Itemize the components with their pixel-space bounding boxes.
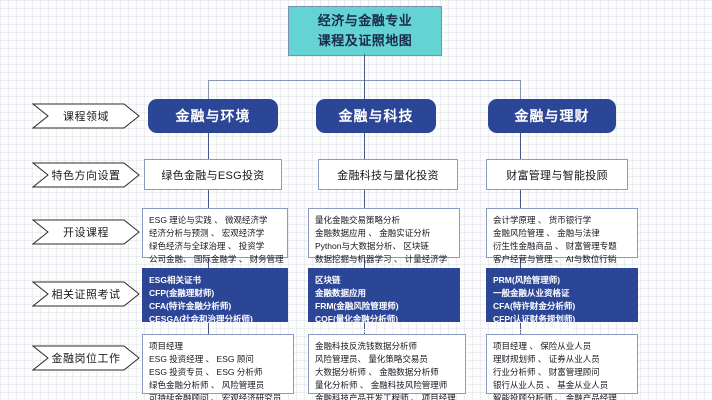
job-line: 银行从业人员 、 基金从业人员: [493, 379, 609, 390]
certificates-box-finance-wealth: PRM(风险管理师) 一般金融从业资格证 CFA(特许财金分析师) CFP(认证…: [486, 268, 638, 337]
connector-col1-r1-r2: [208, 133, 209, 159]
row-label-offered-courses: 开设课程: [32, 219, 140, 245]
chevron-shape-icon: [32, 345, 140, 371]
row-label-course-area: 课程领域: [32, 103, 140, 129]
courses-box-finance-environment: ESG 理论与实践 、 微观经济学 经济分析与预测 、 宏观经济学 绿色经济与全…: [142, 208, 288, 264]
diagram-title: 经济与金融专业 课程及证照地图: [288, 6, 442, 56]
row-label-finance-jobs: 金融岗位工作: [32, 345, 140, 371]
row-label-text: 金融岗位工作: [51, 353, 121, 365]
courses-box-finance-wealth: 会计学原理 、 货币银行学 金融风险管理 、 金融与法律 衍生性金融商品 、 财…: [486, 208, 638, 264]
certificate-line: CFA(特许金融分析师): [149, 300, 232, 311]
certificate-line: 金融数据应用: [315, 287, 367, 298]
column-header-finance-technology[interactable]: 金融与科技: [316, 99, 436, 133]
connector-title-down: [364, 54, 365, 80]
certificate-line: FRM(金融风险管理师): [315, 300, 399, 311]
row-label-text: 课程领域: [63, 111, 109, 123]
courses-box-finance-technology: 量化金融交易策略分析 金融数据应用 、 金融实证分析 Python与大数据分析、…: [308, 208, 460, 264]
certificate-line: PRM(风险管理师): [493, 275, 561, 285]
course-line: 数据挖掘与机器学习 、 计量经济学: [315, 253, 448, 264]
column-header-finance-environment[interactable]: 金融与环境: [148, 99, 278, 133]
connector-col2-r4-r5: [364, 322, 365, 334]
course-line: 衍生性金融商品 、 财富管理专题: [493, 240, 617, 251]
connector-col3-r2-r3: [520, 190, 521, 208]
connector-col3-r3-r4: [520, 258, 521, 268]
job-line: 大数据分析师 、 金融数据分析师: [315, 366, 439, 377]
certificate-line: CFP(金融理财师): [149, 287, 215, 298]
course-line: Python与大数据分析、 区块链: [315, 240, 429, 251]
column-header-label: 金融与理财: [514, 108, 590, 124]
row-label-related-certs: 相关证照考试: [32, 281, 140, 307]
course-line: 量化金融交易策略分析: [315, 215, 401, 225]
certificates-box-finance-environment: ESG相关证书 CFP(金融理财师) CFA(特许金融分析师) CESGA(社会…: [142, 268, 288, 324]
jobs-box-finance-environment: 项目经理 ESG 投资经理 、 ESG 顾问 ESG 投资专员 、 ESG 分析…: [142, 334, 294, 400]
connector-branch-col2: [364, 80, 365, 99]
connector-branch-col3: [520, 80, 521, 99]
row-label-text: 开设课程: [63, 227, 109, 239]
chevron-shape-icon: [32, 219, 140, 245]
title-line-2: 课程及证照地图: [317, 33, 413, 48]
direction-label: 财富管理与智能投顾: [506, 169, 608, 182]
direction-box-finance-environment: 绿色金融与ESG投资: [144, 159, 282, 190]
job-line: 项目经理 、 保险从业人员: [493, 341, 592, 351]
column-header-label: 金融与科技: [338, 108, 414, 124]
row-label-text: 特色方向设置: [51, 170, 121, 182]
column-header-label: 金融与环境: [175, 108, 251, 124]
direction-box-finance-technology: 金融科技与量化投资: [318, 159, 458, 190]
course-line: 公司金融、 国际金融学 、 财务管理: [149, 253, 284, 264]
title-line-1: 经济与金融专业: [317, 12, 413, 28]
job-line: 可持续金融顾问 、 宏观经济研究员: [149, 392, 282, 400]
jobs-box-finance-technology: 金融科技反洗钱数据分析师 风险管理员、 量化策略交易员 大数据分析师 、 金融数…: [308, 334, 466, 400]
course-line: ESG 理论与实践 、 微观经济学: [149, 215, 268, 225]
course-line: 客户经营与管理 、 AI与数位行销: [493, 253, 617, 264]
job-line: ESG 投资专员 、 ESG 分析师: [149, 366, 263, 377]
column-header-finance-wealth[interactable]: 金融与理财: [488, 99, 616, 133]
connector-col1-r4-r5: [208, 322, 209, 334]
course-line: 金融风险管理 、 金融与法律: [493, 227, 600, 238]
job-line: 绿色金融分析师 、 风险管理员: [149, 379, 265, 390]
job-line: 理财规划师 、 证券从业人员: [493, 353, 600, 364]
chevron-shape-icon: [32, 281, 140, 307]
certificate-line: CFP(认证财务规划师): [493, 313, 576, 324]
certificate-line: CESGA(社会和治理分析师): [149, 313, 253, 324]
chevron-shape-icon: [32, 103, 140, 129]
job-line: 行业分析师 、 财富管理顾问: [493, 366, 600, 377]
certificate-line: FISCO BCOS区块分析: [315, 326, 402, 337]
course-line: 会计学原理 、 货币银行学: [493, 215, 592, 225]
job-line: 金融科技产品开发工程师 、 项目经理: [315, 392, 456, 400]
course-line: 金融数据应用 、 金融实证分析: [315, 227, 431, 238]
job-line: 金融科技反洗钱数据分析师: [315, 341, 418, 351]
direction-label: 金融科技与量化投资: [337, 169, 439, 182]
chevron-shape-icon: [32, 162, 140, 188]
certificate-line: RFP(注册财务规划师): [493, 326, 576, 337]
job-line: 智能投顾分析师 、 金融产品经理: [493, 392, 617, 400]
job-line: ESG 投资经理 、 ESG 顾问: [149, 353, 254, 364]
job-line: 量化分析师 、 金融科技风险管理师: [315, 379, 448, 390]
course-line: 经济分析与预测 、 宏观经济学: [149, 227, 265, 238]
job-line: 风险管理员、 量化策略交易员: [315, 353, 428, 364]
connector-col2-r3-r4: [364, 258, 365, 268]
connector-branch-col1: [208, 80, 209, 99]
job-line: 项目经理: [149, 341, 184, 351]
jobs-box-finance-wealth: 项目经理 、 保险从业人员 理财规划师 、 证券从业人员 行业分析师 、 财富管…: [486, 334, 638, 400]
direction-box-finance-wealth: 财富管理与智能投顾: [486, 159, 628, 190]
connector-col2-r1-r2: [364, 133, 365, 159]
connector-col2-r2-r3: [364, 190, 365, 208]
certificate-line: 区块链: [315, 275, 341, 285]
row-label-text: 相关证照考试: [51, 289, 121, 301]
connector-col3-r4-r5: [520, 322, 521, 334]
direction-label: 绿色金融与ESG投资: [161, 169, 265, 182]
certificate-line: CFA(特许财金分析师): [493, 300, 576, 311]
certificate-line: CQF(量化金融分析师): [315, 313, 399, 324]
course-line: 绿色经济与全球治理 、 投资学: [149, 240, 265, 251]
certificates-box-finance-technology: 区块链 金融数据应用 FRM(金融风险管理师) CQF(量化金融分析师) FIS…: [308, 268, 460, 337]
connector-col1-r2-r3: [208, 190, 209, 208]
connector-col3-r1-r2: [520, 133, 521, 159]
certificate-line: 一般金融从业资格证: [493, 287, 570, 298]
connector-col1-r3-r4: [208, 258, 209, 268]
certificate-line: ESG相关证书: [149, 275, 201, 285]
row-label-feature-direction: 特色方向设置: [32, 162, 140, 188]
